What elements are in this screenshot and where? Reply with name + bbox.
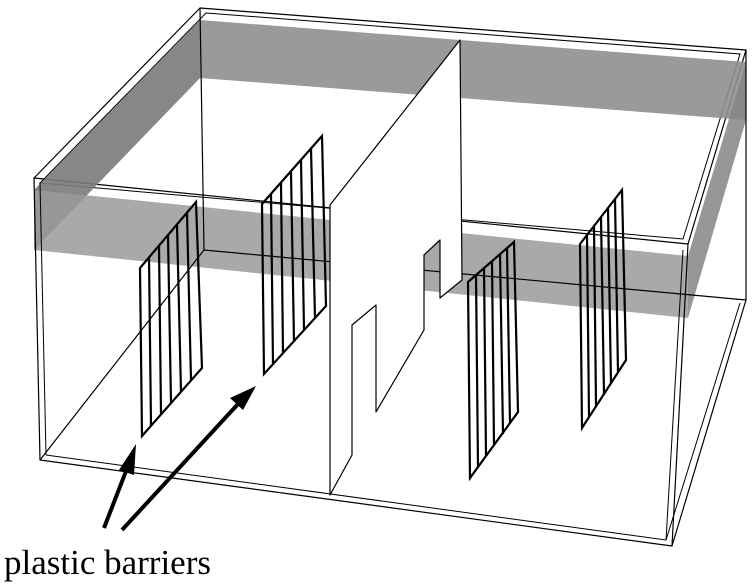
- tank-floor: [39, 249, 747, 547]
- barrier-1: [138, 199, 204, 439]
- water-band-left: [34, 20, 200, 250]
- water-band-back: [200, 20, 746, 120]
- central-partition: [329, 39, 463, 496]
- tank-walls: [33, 7, 747, 547]
- barrier-caption: plastic barriers: [4, 543, 211, 582]
- arrow-to-barrier-1: [102, 444, 136, 529]
- barrier-2: [260, 133, 328, 377]
- barrier-3: [466, 239, 520, 482]
- arrow-to-barrier-2: [120, 386, 256, 532]
- water-band-right: [688, 62, 746, 318]
- partition-wall: [329, 39, 463, 496]
- barrier-4: [578, 186, 628, 432]
